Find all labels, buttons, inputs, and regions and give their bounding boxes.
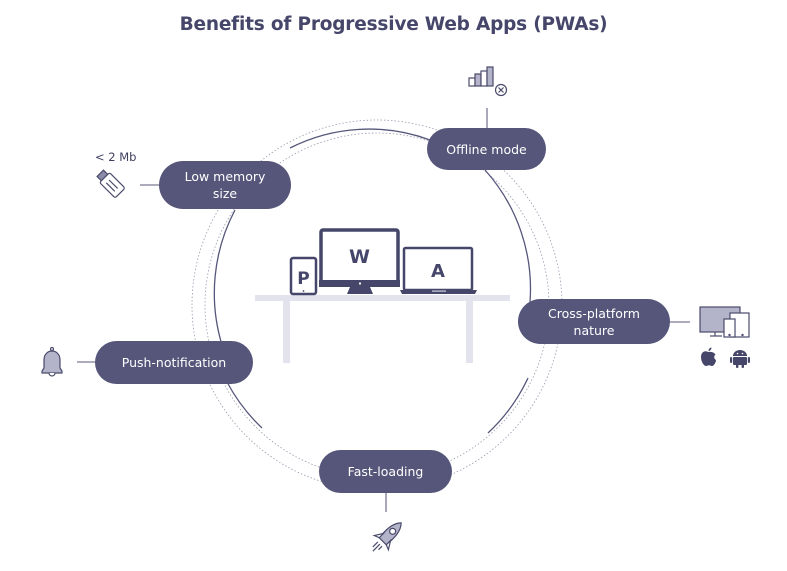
benefit-label-line-1: Low memory [184,169,266,184]
apple-icon [701,347,716,366]
orbit-solid-arc-right [484,169,532,303]
table-leg-left [283,301,290,363]
usb-drive-icon [96,169,125,198]
tablet-device: P [289,256,318,296]
benefit-pill-push-notification: Push-notification [95,341,253,384]
table-leg-right [466,301,473,363]
android-icon [730,350,750,368]
table [255,295,510,363]
benefit-pill-low-memory-size: Low memory size [159,161,291,209]
memory-size-note: < 2 Mb [95,150,137,164]
offline-signal-icon [468,66,508,97]
benefit-label-line-2: size [212,186,238,201]
orbit-solid-arc-top [289,128,431,149]
laptop-device: A [400,246,477,294]
pwa-letter-p: P [297,269,309,289]
benefit-label-line-2: nature [573,322,615,338]
benefit-pill-cross-platform: Cross-platform nature [518,299,670,344]
orbit-solid-arc-bottom-left [226,381,263,429]
diagram-title: Benefits of Progressive Web Apps (PWAs) [179,14,608,35]
pwa-letter-w: W [349,246,370,268]
connector-lines [77,108,690,512]
orbit-solid-arc-left [213,209,236,346]
benefit-label-line-1: Cross-platform [548,305,640,321]
table-top [255,295,510,301]
pwa-letter-a: A [431,261,445,282]
orbit-solid-arc-bottom-right [487,377,529,434]
benefit-pill-offline-mode: Offline mode [427,128,546,170]
multi-device-icon [699,306,750,338]
rocket-icon [372,522,402,552]
benefit-pill-fast-loading: Fast-loading [319,450,452,493]
bell-icon [41,346,63,377]
benefit-label: Push-notification [121,355,227,370]
benefit-label: Fast-loading [347,464,424,479]
desktop-device: W [319,228,400,294]
benefit-label: Offline mode [446,141,527,157]
